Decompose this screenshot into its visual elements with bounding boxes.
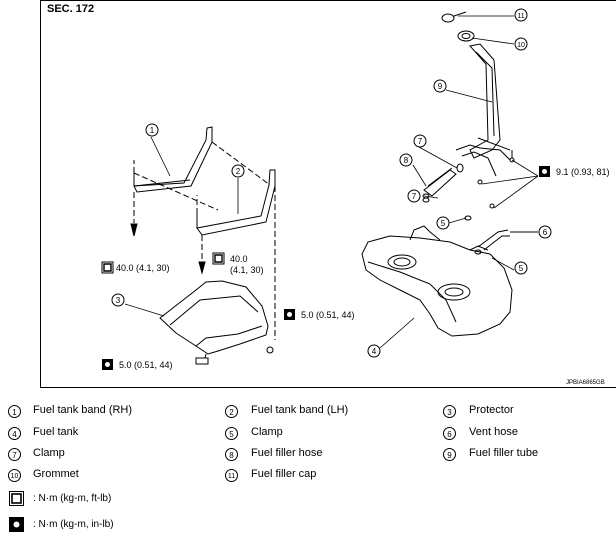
torque-value-band-lh-2: (4.1, 30) bbox=[230, 265, 264, 275]
fuel-tank-band-lh bbox=[133, 141, 276, 340]
torque-wrench-filled-icon bbox=[102, 359, 113, 370]
torque-wrench-outline-icon bbox=[212, 252, 225, 265]
callout-4: 4 bbox=[367, 344, 381, 358]
torque-value-protector-right: 5.0 (0.51, 44) bbox=[301, 310, 355, 320]
torque-wrench-outline-icon bbox=[101, 261, 114, 274]
legend-num-2: 2 bbox=[225, 405, 238, 418]
fuel-filler-cap bbox=[441, 11, 467, 23]
fuel-tank-diagram: SEC. 172 JPBIA6865GB bbox=[40, 0, 616, 388]
torque-wrench-outline-icon bbox=[9, 491, 24, 506]
svg-text:5: 5 bbox=[519, 264, 524, 273]
legend-num-10: 10 bbox=[8, 469, 21, 482]
protector bbox=[159, 280, 274, 365]
torque-value-protector-left: 5.0 (0.51, 44) bbox=[119, 360, 173, 370]
torque-value-band-rh: 40.0 (4.1, 30) bbox=[116, 263, 170, 273]
torque-wrench-filled-icon bbox=[284, 309, 295, 320]
legend-label-3: Protector bbox=[469, 404, 514, 416]
svg-text:10: 10 bbox=[517, 42, 525, 49]
torque-value-band-lh-1: 40.0 bbox=[230, 254, 248, 264]
callout-7-upper: 7 bbox=[413, 134, 427, 148]
legend-label-9: Fuel filler tube bbox=[469, 447, 539, 459]
callout-11: 11 bbox=[514, 8, 528, 22]
grommet bbox=[457, 30, 475, 42]
fuel-tank bbox=[361, 225, 513, 337]
vent-hose bbox=[477, 229, 538, 251]
callout-2: 2 bbox=[231, 164, 245, 178]
fuel-filler-tube bbox=[455, 43, 515, 209]
clamp-7-upper bbox=[456, 163, 464, 173]
callout-5-lower: 5 bbox=[514, 261, 528, 275]
clamp-7-lower bbox=[422, 197, 430, 203]
svg-text:3: 3 bbox=[116, 296, 121, 305]
legend-label-6: Vent hose bbox=[469, 426, 518, 438]
legend-num-5: 5 bbox=[225, 427, 238, 440]
torque-wrench-filled-icon bbox=[539, 166, 550, 177]
callout-9: 9 bbox=[433, 79, 447, 93]
svg-text:9: 9 bbox=[438, 82, 443, 91]
legend-num-8: 8 bbox=[225, 448, 238, 461]
section-label: SEC. 172 bbox=[47, 3, 94, 15]
legend-label-8: Fuel filler hose bbox=[251, 447, 323, 459]
callout-8: 8 bbox=[399, 153, 413, 167]
fuel-filler-hose bbox=[422, 167, 457, 199]
svg-text:7: 7 bbox=[418, 137, 423, 146]
diagram-frame bbox=[40, 0, 616, 388]
svg-text:5: 5 bbox=[441, 219, 446, 228]
callout-1: 1 bbox=[145, 123, 159, 137]
svg-text:7: 7 bbox=[412, 192, 417, 201]
legend-label-7: Clamp bbox=[33, 447, 65, 459]
callout-10: 10 bbox=[514, 37, 528, 51]
legend-num-3: 3 bbox=[443, 405, 456, 418]
legend-num-9: 9 bbox=[443, 448, 456, 461]
callout-5-upper: 5 bbox=[436, 216, 450, 230]
unit-ft-lb: : N·m (kg-m, ft-lb) bbox=[33, 493, 112, 504]
svg-text:8: 8 bbox=[404, 156, 409, 165]
legend-label-2: Fuel tank band (LH) bbox=[251, 404, 349, 416]
torque-wrench-filled-icon bbox=[9, 517, 24, 532]
callout-7-lower: 7 bbox=[407, 189, 421, 203]
torque-value-filler-tube: 9.1 (0.93, 81) bbox=[556, 167, 610, 177]
fuel-tank-band-rh bbox=[130, 126, 213, 237]
legend-num-6: 6 bbox=[443, 427, 456, 440]
callout-6: 6 bbox=[538, 225, 552, 239]
legend-num-1: 1 bbox=[8, 405, 21, 418]
legend-label-10: Grommet bbox=[33, 468, 79, 480]
legend-num-4: 4 bbox=[8, 427, 21, 440]
svg-text:4: 4 bbox=[372, 347, 377, 356]
callout-3: 3 bbox=[111, 293, 125, 307]
legend-label-11: Fuel filler cap bbox=[251, 468, 317, 480]
legend-label-1: Fuel tank band (RH) bbox=[33, 404, 133, 416]
legend-label-5: Clamp bbox=[251, 426, 283, 438]
svg-text:2: 2 bbox=[236, 167, 241, 176]
legend-num-11: 11 bbox=[225, 469, 238, 482]
unit-in-lb: : N·m (kg-m, in-lb) bbox=[33, 519, 114, 530]
legend-num-7: 7 bbox=[8, 448, 21, 461]
image-code: JPBIA6865GB bbox=[566, 380, 605, 386]
legend-label-4: Fuel tank bbox=[33, 426, 79, 438]
svg-text:1: 1 bbox=[150, 126, 155, 135]
svg-text:11: 11 bbox=[517, 13, 524, 20]
leader-lines bbox=[124, 15, 539, 349]
svg-text:6: 6 bbox=[543, 228, 548, 237]
